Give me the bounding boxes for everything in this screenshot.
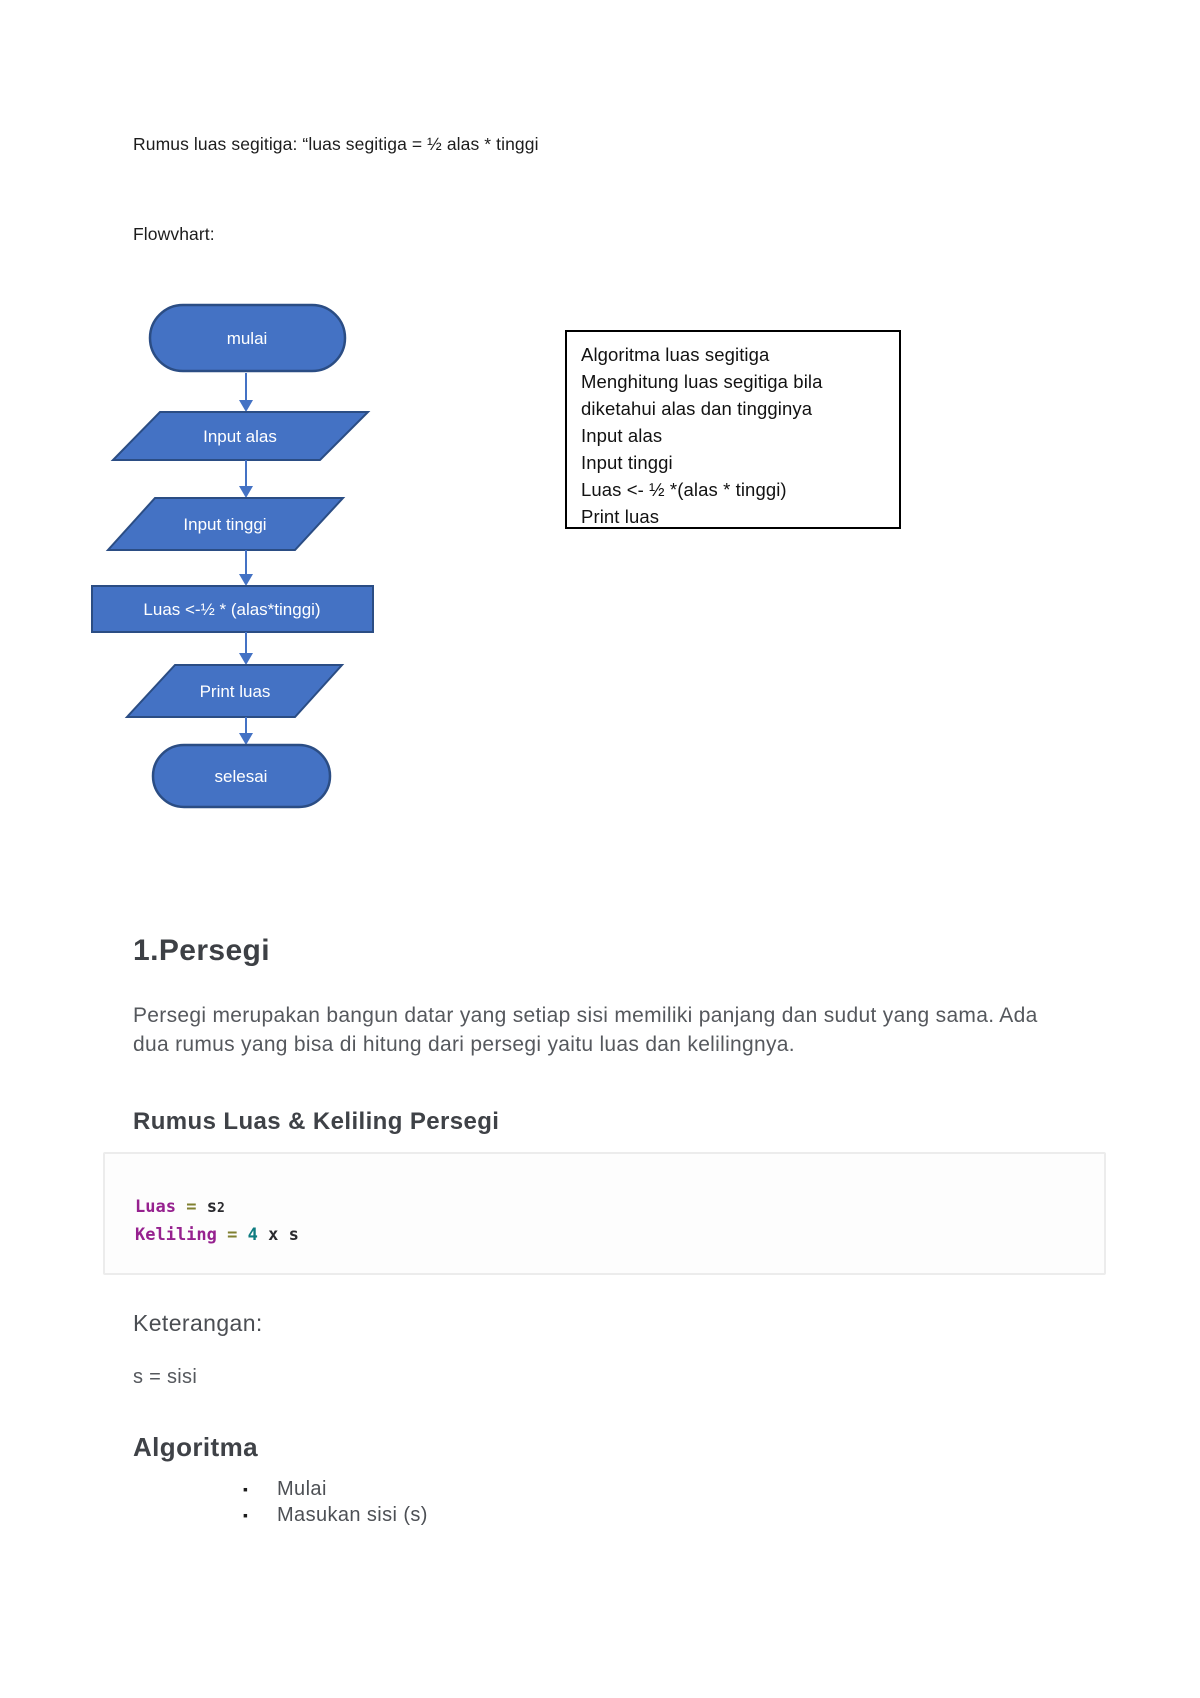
code-line-keliling: Keliling = 4 x s (135, 1222, 299, 1249)
flow-arrow-head (239, 574, 253, 586)
algorithm-line: diketahui alas dan tingginya (581, 398, 813, 419)
code-lines: Luas = s2 Keliling = 4 x s (135, 1194, 299, 1249)
algorithm-box: Algoritma luas segitiga Menghitung luas … (565, 330, 901, 529)
algoritma-heading: Algoritma (133, 1432, 258, 1462)
persegi-heading: 1.Persegi (133, 934, 271, 967)
flowchart-node-print-label: Print luas (200, 682, 271, 701)
flow-arrow-head (239, 733, 253, 745)
code-block: Luas = s2 Keliling = 4 x s (103, 1152, 1106, 1275)
algorithm-line: Print luas (581, 506, 660, 527)
algorithm-line: Algoritma luas segitiga (581, 344, 770, 365)
flowchart-node-start (148, 303, 347, 373)
list-item: Mulai (243, 1476, 428, 1502)
code-operator: = (227, 1225, 238, 1245)
flow-arrow-head (239, 653, 253, 665)
code-value: s (206, 1197, 217, 1217)
code-line-luas: Luas = s2 (135, 1194, 299, 1222)
flowchart-canvas: mulai Input alas Input tinggi Luas <-½ *… (91, 303, 374, 809)
keterangan-body: s = sisi (133, 1366, 198, 1388)
algorithm-line: Input tinggi (581, 452, 673, 473)
list-item: Masukan sisi (s) (243, 1502, 428, 1528)
code-value: x s (268, 1225, 299, 1245)
flow-arrow-head (239, 486, 253, 498)
flowchart-node-process (91, 585, 374, 633)
code-number: 4 (247, 1225, 258, 1245)
formula-heading: Rumus Luas & Keliling Persegi (133, 1108, 500, 1135)
flowchart-node-end (151, 743, 332, 809)
code-exponent: 2 (216, 1201, 225, 1216)
flowchart-node-input-alas (110, 411, 371, 461)
flowchart-node-input-alas-label: Input alas (203, 427, 277, 446)
code-operator: = (186, 1197, 197, 1217)
flowchart-node-print (124, 664, 345, 718)
flowchart-node-input-tinggi (105, 497, 346, 551)
flowchart-node-start-label: mulai (227, 329, 268, 348)
intro-formula-text: Rumus luas segitiga: “luas segitiga = ½ … (133, 134, 539, 154)
algorithm-line: Menghitung luas segitiga bila (581, 371, 823, 392)
flowchart-node-input-tinggi-label: Input tinggi (183, 515, 266, 534)
flowchart-caption: Flowvhart: (133, 224, 215, 244)
flowchart: mulai Input alas Input tinggi Luas <-½ *… (60, 290, 540, 820)
algoritma-bullet-list: Mulai Masukan sisi (s) (243, 1476, 428, 1528)
flowchart-node-process-label: Luas <-½ * (alas*tinggi) (143, 600, 320, 619)
flowchart-node-end-label: selesai (215, 767, 268, 786)
flow-arrow-head (239, 400, 253, 412)
algorithm-line: Input alas (581, 425, 663, 446)
code-keyword: Keliling (135, 1225, 217, 1245)
algorithm-line: Luas <- ½ *(alas * tinggi) (581, 479, 787, 500)
keterangan-heading: Keterangan: (133, 1310, 263, 1336)
code-keyword: Luas (135, 1197, 176, 1217)
persegi-paragraph: Persegi merupakan bangun datar yang seti… (133, 1004, 1038, 1056)
